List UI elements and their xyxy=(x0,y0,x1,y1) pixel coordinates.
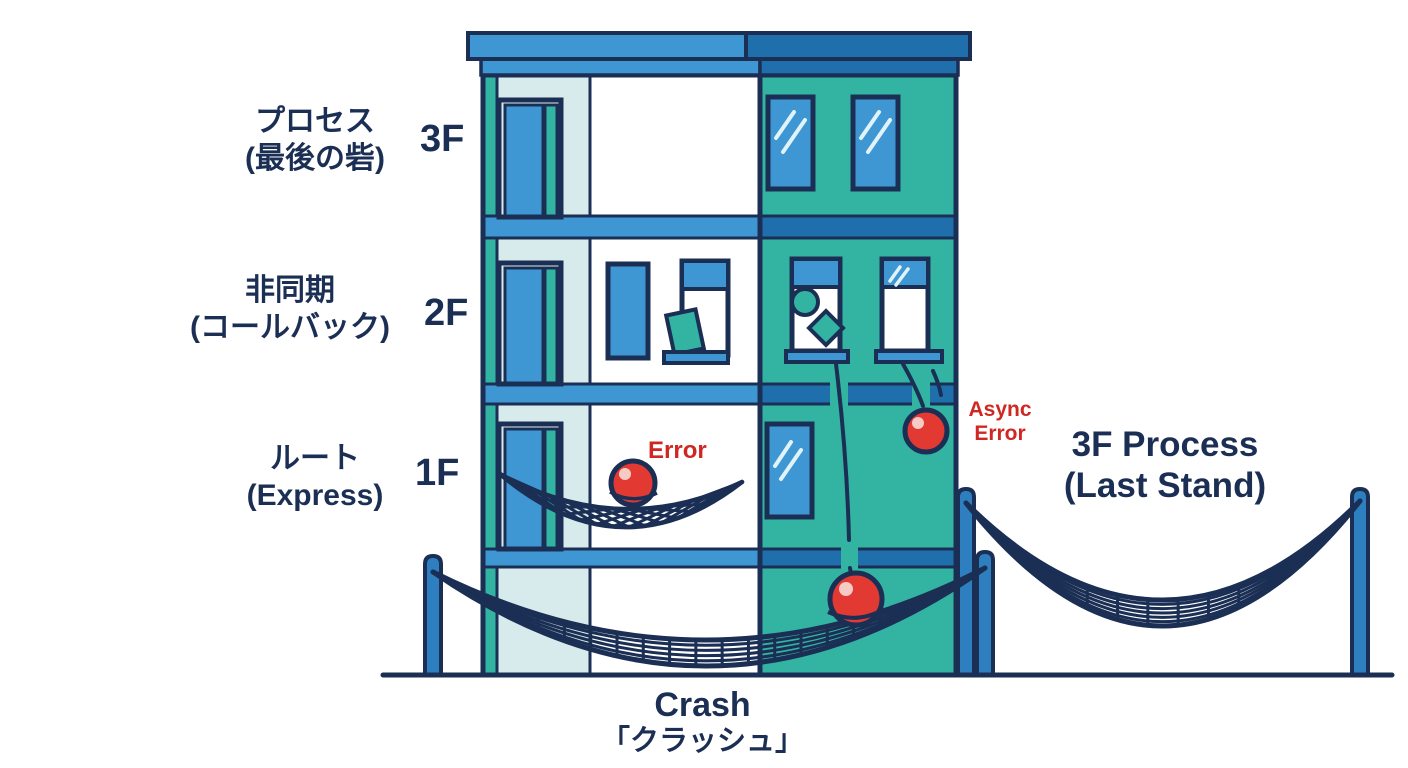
stair-doors xyxy=(496,97,564,552)
door-3f xyxy=(496,97,564,220)
floor-1f-label: ルート (Express) xyxy=(170,440,460,514)
floor-1f-label-line2: (Express) xyxy=(246,479,384,512)
windows-2f-left xyxy=(605,258,731,365)
async-error-label: Async Error xyxy=(958,398,1042,446)
window-shine-icon xyxy=(888,265,910,287)
windows-3f xyxy=(765,94,901,192)
windows-2f-right xyxy=(784,256,944,364)
window-1f xyxy=(764,421,815,520)
process-net-line1: 3F Process xyxy=(1071,425,1259,464)
floor-1f-number: 1F xyxy=(415,452,460,494)
falling-ball-object-icon xyxy=(790,287,820,317)
async-error-line2: Error xyxy=(974,422,1026,445)
async-error-ball-icon xyxy=(902,407,950,455)
crash-label-jp: 「クラッシュ」 xyxy=(600,725,804,757)
windowsill xyxy=(874,349,944,364)
crash-ball-icon xyxy=(827,570,886,628)
crash-label: Crash 「クラッシュ」 xyxy=(550,686,855,758)
door-2f xyxy=(496,260,564,387)
floor-3f-number: 3F xyxy=(420,118,465,160)
falling-box-icon xyxy=(663,306,707,358)
falling-diamond-icon xyxy=(806,308,846,348)
floor-1f-label-line1: ルート xyxy=(270,442,360,475)
window-shine-icon xyxy=(773,440,803,481)
windowsill xyxy=(784,349,850,364)
net-3f-process xyxy=(963,498,1363,629)
floor-2f-label: 非同期 (コールバック) xyxy=(135,272,445,346)
net-1f-error xyxy=(497,471,745,530)
async-error-line1: Async xyxy=(968,398,1032,421)
windowsill xyxy=(662,350,730,365)
floor-2f-label-line2: (コールバック) xyxy=(190,311,390,344)
process-net-line2: (Last Stand) xyxy=(1063,466,1267,505)
process-net-right-post xyxy=(1350,486,1370,677)
floor-3f-label-line2: (最後の砦) xyxy=(245,142,385,175)
crash-label-en: Crash xyxy=(654,686,751,724)
floor-2f-label-line1: 非同期 xyxy=(245,274,335,307)
window-shine-icon xyxy=(774,110,807,154)
door-1f xyxy=(496,421,564,552)
crash-net-right-post xyxy=(975,549,995,677)
floor-2f-number: 2F xyxy=(424,292,469,334)
building xyxy=(480,72,959,678)
error-label: Error xyxy=(648,437,707,464)
floor-3f-label: プロセス (最後の砦) xyxy=(170,103,460,177)
process-net-label: 3F Process (Last Stand) xyxy=(1020,424,1310,506)
crash-net-left-post xyxy=(423,553,443,677)
roof xyxy=(466,31,972,77)
window-shine-icon xyxy=(859,110,892,154)
error-ball-1f-icon xyxy=(608,458,658,508)
stair-panel-gf xyxy=(497,567,590,675)
net-posts xyxy=(423,486,1370,677)
floor-3f-label-line1: プロセス xyxy=(255,105,375,138)
